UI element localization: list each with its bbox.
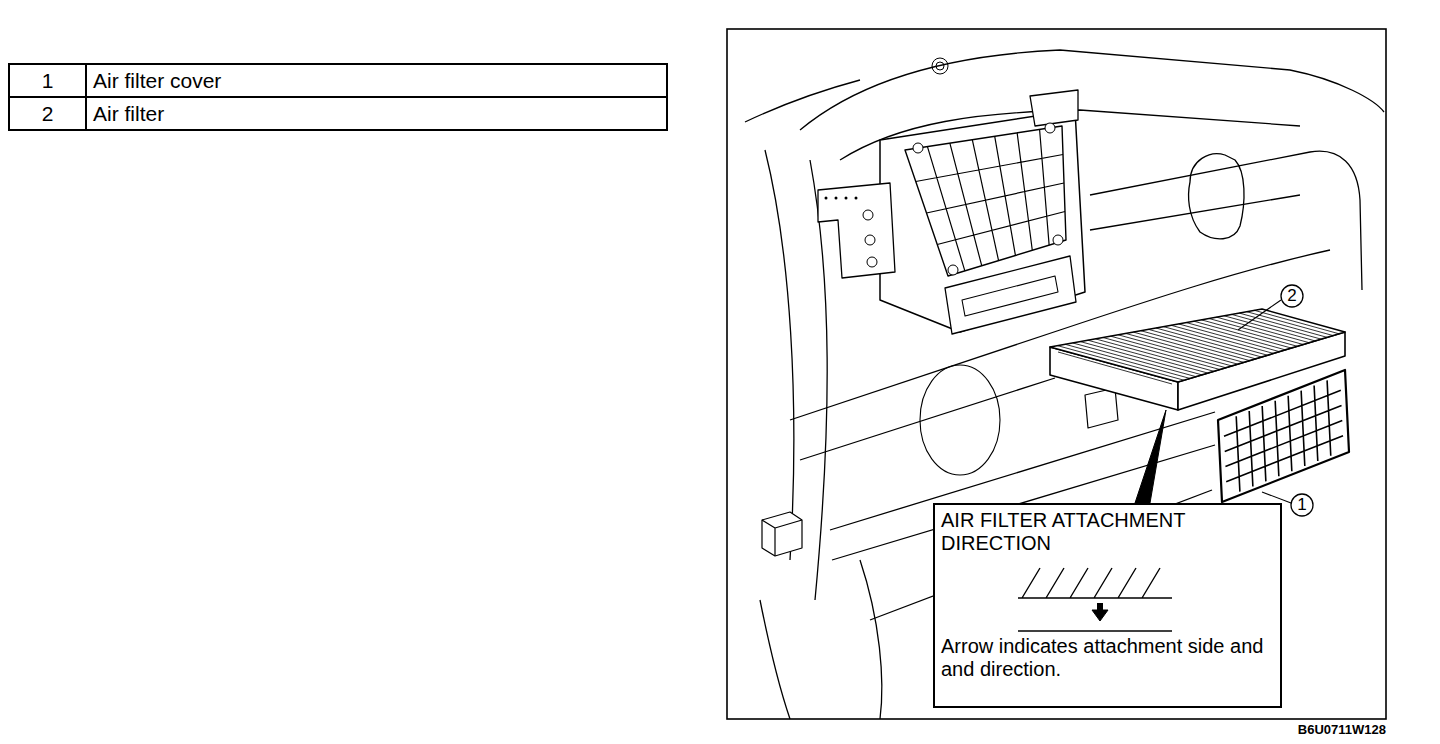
illustration-frame xyxy=(727,29,1386,719)
bracket-dot xyxy=(845,197,848,200)
filter-pleats xyxy=(1058,352,1172,384)
connector-block xyxy=(762,520,802,556)
callout-number: 1 xyxy=(1291,494,1313,516)
table-cell: 2 xyxy=(8,96,87,131)
bracket xyxy=(1085,388,1118,428)
attachment-line xyxy=(1018,630,1172,632)
bracket-pin xyxy=(867,257,877,267)
knob xyxy=(936,62,944,70)
screw xyxy=(913,143,923,153)
intake-grille xyxy=(905,126,1066,276)
glovebox-opening xyxy=(1090,151,1362,290)
note-box: AIR FILTER ATTACHMENT DIRECTION Arrow ind… xyxy=(933,503,1282,708)
panel-line xyxy=(790,330,1060,420)
glovebox-slot xyxy=(1189,154,1244,239)
filter-slot xyxy=(962,276,1058,316)
screw xyxy=(1045,123,1055,133)
bracket-dot xyxy=(825,197,828,200)
steering-outline xyxy=(860,560,882,719)
steering-outline xyxy=(745,80,860,122)
air-filter xyxy=(1050,309,1345,382)
panel-line xyxy=(800,378,1055,460)
callout-circle xyxy=(1281,285,1303,307)
steering-outline xyxy=(760,600,790,719)
table-cell: Air filter xyxy=(85,96,668,131)
bracket-dot xyxy=(835,197,838,200)
cover-grille xyxy=(1224,380,1343,491)
figure-code: B6U0711W128 xyxy=(1298,722,1386,738)
screw xyxy=(948,265,958,275)
dashboard-outline xyxy=(800,50,1384,130)
connector-block xyxy=(762,512,802,556)
bracket-dot xyxy=(855,197,858,200)
callout-circle xyxy=(1291,494,1313,516)
panel-round xyxy=(920,365,1000,475)
filter-slot xyxy=(945,256,1076,334)
direction-arrow xyxy=(1092,610,1108,621)
table-cell: Air filter cover xyxy=(85,63,668,98)
intake-grille xyxy=(916,129,1065,270)
hvac-unit xyxy=(1030,90,1078,126)
side-bracket xyxy=(818,183,895,278)
bracket-pin xyxy=(865,235,875,245)
bracket-pin xyxy=(863,210,873,220)
filter-pleats xyxy=(1058,310,1339,380)
air-filter-cover xyxy=(1218,370,1349,502)
callout-number: 2 xyxy=(1281,285,1303,307)
knob xyxy=(932,58,948,74)
leader-line xyxy=(1238,300,1281,330)
steering-outline xyxy=(810,160,827,600)
table-cell: 1 xyxy=(8,63,87,98)
leader-wedge xyxy=(1135,410,1166,503)
screw xyxy=(1053,235,1063,245)
note-body: Arrow indicates attachment side and and … xyxy=(941,635,1274,681)
steering-outline xyxy=(765,150,794,560)
surface-hatch xyxy=(1018,568,1172,598)
leader-line xyxy=(1262,492,1291,503)
note-ground xyxy=(934,504,1281,707)
note-heading: AIR FILTER ATTACHMENT DIRECTION xyxy=(941,509,1274,555)
